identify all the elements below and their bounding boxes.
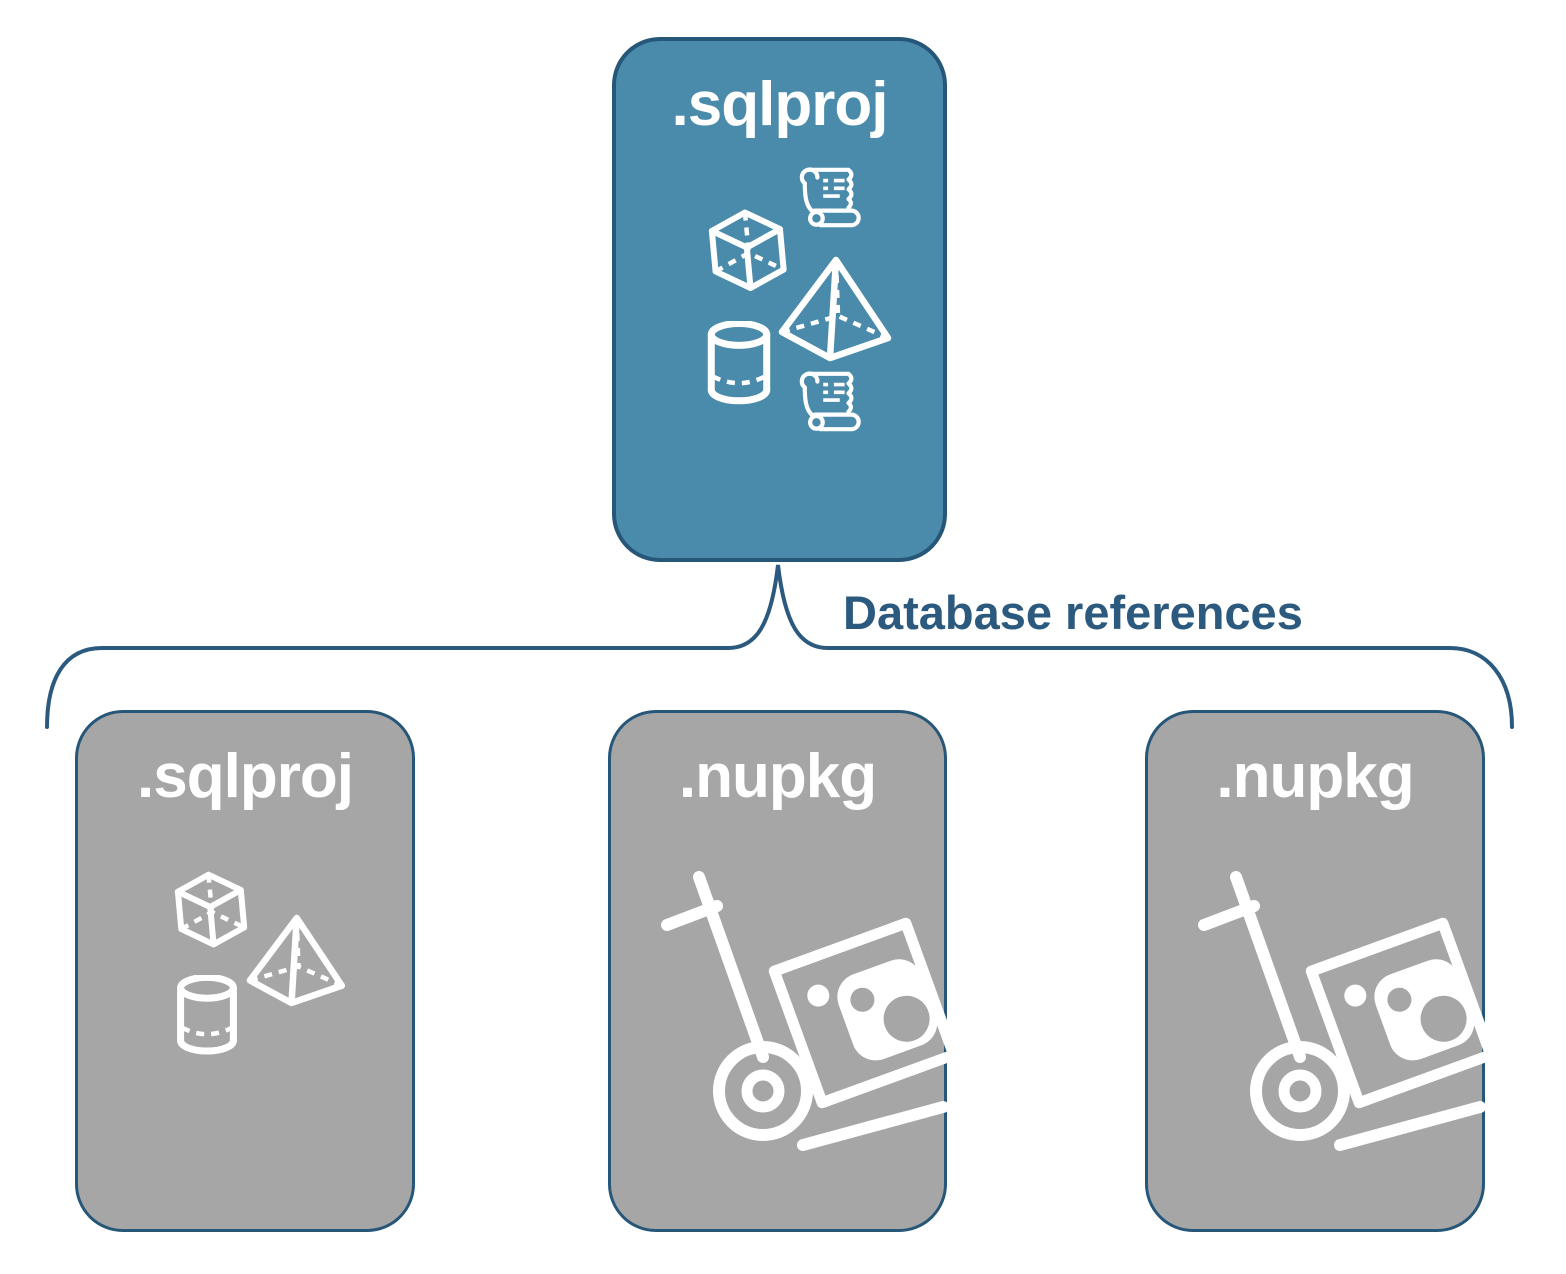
brace-connector — [45, 564, 1514, 729]
connector-label: Database references — [843, 586, 1303, 639]
node-child-nupkg-2: .nupkg — [1145, 710, 1485, 1232]
scroll-icon — [797, 165, 865, 231]
pyramid-icon — [243, 911, 347, 1010]
node-child-title: .nupkg — [678, 742, 877, 811]
cube-icon — [699, 200, 791, 295]
node-child-nupkg-1: .nupkg — [608, 710, 947, 1232]
cylinder-icon — [173, 975, 241, 1055]
nuget-hand-truck-icon — [1188, 861, 1488, 1191]
cube-icon — [166, 863, 251, 951]
scroll-icon — [797, 369, 865, 435]
cylinder-icon — [703, 321, 775, 405]
node-child-title: .sqlproj — [137, 742, 354, 811]
pyramid-icon — [774, 252, 894, 366]
node-root-sqlproj: .sqlproj — [612, 37, 947, 562]
node-child-sqlproj: .sqlproj — [75, 710, 415, 1232]
node-root-title: .sqlproj — [671, 70, 889, 139]
node-child-title: .nupkg — [1216, 742, 1414, 811]
nuget-hand-truck-icon — [651, 861, 951, 1191]
